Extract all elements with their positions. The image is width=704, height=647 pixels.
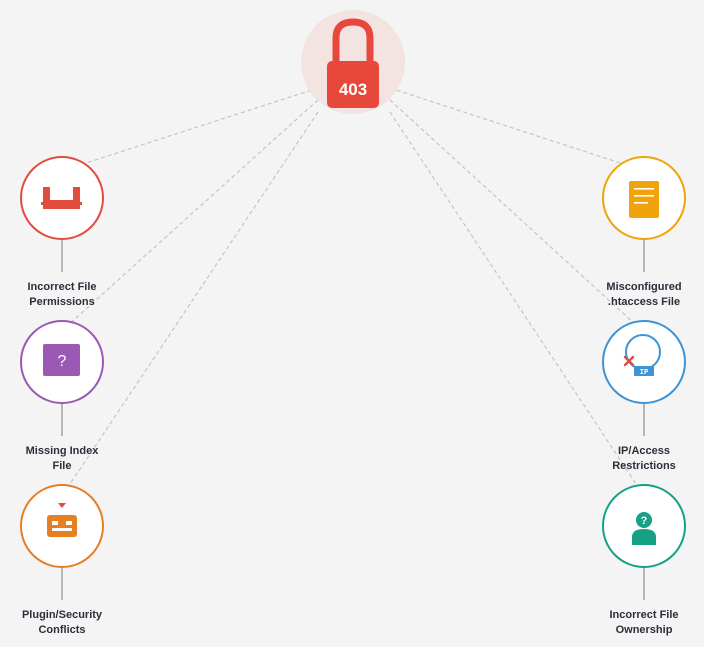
label-ip-line1: IP/Access: [618, 445, 670, 457]
label-htaccess-line2: .htaccess File: [607, 296, 681, 308]
index-question-mark: ?: [58, 353, 67, 370]
connector-plugin: [57, 111, 319, 503]
connector-ownership: [389, 111, 649, 503]
label-plugin: Plugin/Security Conflicts: [2, 608, 122, 638]
node-permissions: [20, 156, 104, 240]
label-permissions-line1: Incorrect File: [27, 281, 97, 293]
node-ip-circle: [602, 320, 686, 404]
connector-ip: [389, 99, 649, 337]
label-index: Missing Index File: [2, 444, 122, 474]
blocked-x-icon: [623, 355, 635, 367]
plugin-icon: [47, 503, 77, 537]
label-ownership-line2: Ownership: [615, 624, 673, 636]
label-index-line1: Missing Index: [25, 445, 99, 457]
label-htaccess: Misconfigured .htaccess File: [584, 280, 704, 310]
node-htaccess: [602, 156, 686, 240]
question-document-icon: ?: [43, 344, 80, 376]
label-ip-line2: Restrictions: [612, 460, 676, 472]
user-question-icon: ?: [632, 512, 656, 545]
label-htaccess-line1: Misconfigured: [606, 281, 682, 293]
center-code: 403: [339, 80, 367, 99]
label-ownership: Incorrect File Ownership: [584, 608, 704, 638]
center-node: 403: [301, 10, 405, 114]
ip-badge-text: IP: [640, 369, 648, 377]
label-plugin-line2: Conflicts: [38, 624, 86, 636]
warning-arrow-icon: [58, 503, 66, 508]
label-ip: IP/Access Restrictions: [584, 444, 704, 474]
node-stems: [61, 240, 645, 600]
node-index: ?: [20, 320, 104, 404]
node-ownership: ?: [602, 484, 686, 568]
label-permissions: Incorrect File Permissions: [2, 280, 122, 310]
connector-index: [55, 99, 319, 337]
connector-htaccess: [389, 87, 649, 173]
label-ownership-line1: Incorrect File: [609, 609, 679, 621]
ip-block-icon: IP: [623, 334, 661, 377]
padlock-icon: [327, 18, 379, 108]
node-ip: IP: [602, 320, 686, 404]
connector-lines: [55, 87, 649, 503]
connector-permissions: [57, 87, 319, 173]
folder-lock-icon: [41, 187, 82, 209]
label-permissions-line2: Permissions: [29, 296, 95, 308]
label-plugin-line1: Plugin/Security: [21, 609, 103, 621]
node-plugin: [20, 484, 104, 568]
ownership-question-mark: ?: [641, 515, 648, 527]
label-index-line2: File: [52, 460, 72, 472]
config-file-icon: [629, 181, 659, 218]
